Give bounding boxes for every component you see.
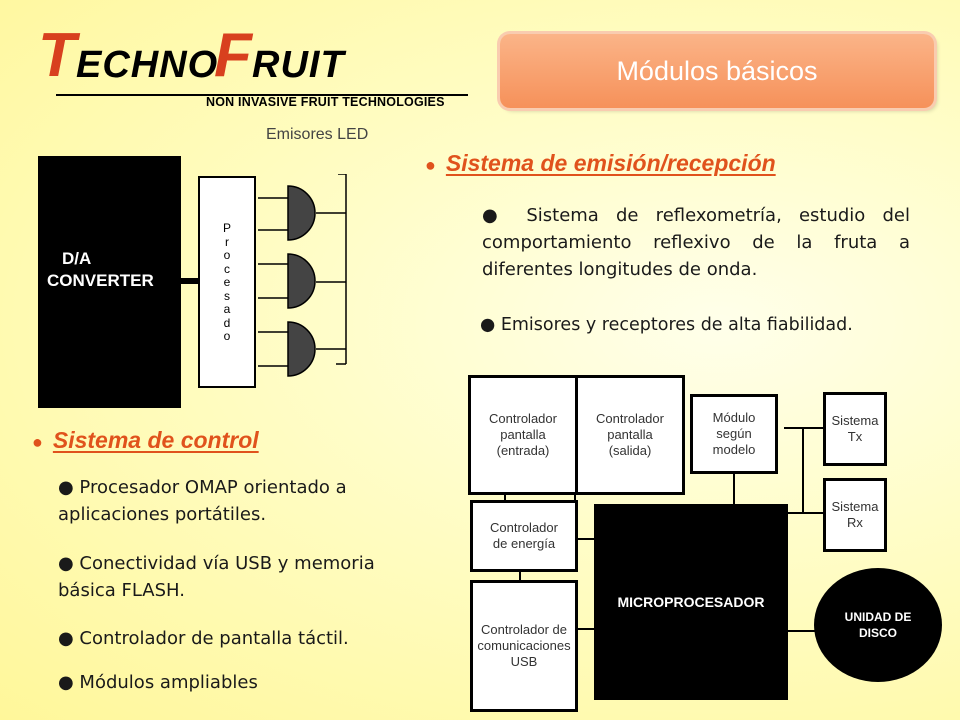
processor-letter: c: [224, 261, 230, 276]
disk-unit-label: UNIDAD DE DISCO: [844, 610, 912, 640]
tx-system-box: Sistema Tx: [823, 392, 887, 466]
control-bullet-4: ● Módulos ampliables: [58, 672, 258, 693]
control-heading-text: Sistema de control: [52, 427, 259, 453]
display-controller-in-label: Controlador pantalla (entrada): [489, 411, 557, 458]
led-emitter-1: [287, 185, 316, 241]
control-bullet-1: ● Procesador OMAP orientado a aplicacion…: [58, 477, 347, 525]
slide-title-box: Módulos básicos: [500, 34, 934, 108]
led-emitter-3: [287, 321, 316, 377]
display-controller-in-box: Controlador pantalla (entrada): [468, 375, 578, 495]
comms-controller-box: Controlador de comunicaciones USB: [470, 580, 578, 712]
model-module-box: Módulo según modelo: [690, 394, 778, 474]
da-label-line2: CONVERTER: [47, 271, 154, 290]
tx-system-label: Sistema Tx: [831, 413, 879, 444]
power-controller-box: Controlador de energía: [470, 500, 578, 572]
control-bullet-3: ● Controlador de pantalla táctil.: [58, 628, 349, 649]
system-block-diagram: Controlador pantalla (entrada) Controlad…: [460, 370, 960, 720]
processor-letter: s: [224, 288, 230, 303]
display-controller-out-box: Controlador pantalla (salida): [575, 375, 685, 495]
logo-letter-f: F: [214, 21, 252, 90]
processor-letter: a: [223, 302, 231, 316]
microprocessor-label: MICROPROCESADOR: [617, 594, 765, 610]
connector-line: [181, 278, 199, 284]
rx-system-box: Sistema Rx: [823, 478, 887, 552]
da-converter-label: D/A CONVERTER: [38, 248, 181, 292]
comms-controller-label: Controlador de comunicaciones USB: [477, 622, 571, 669]
slide-title: Módulos básicos: [616, 55, 818, 86]
led-emitter-graphics: [258, 174, 347, 377]
processor-letter: o: [223, 329, 231, 343]
emission-heading: ●Sistema de emisión/recepción: [425, 150, 776, 176]
processor-letter: e: [223, 275, 231, 289]
technofruit-logo: T ECHNO F RUIT NON INVASIVE FRUIT TECHNO…: [38, 21, 478, 112]
display-controller-out-label: Controlador pantalla (salida): [596, 411, 664, 458]
logo-letter-t: T: [38, 21, 76, 90]
processor-letter: r: [225, 234, 229, 249]
emission-bullet-2: ● Emisores y receptores de alta fiabilid…: [480, 315, 853, 335]
logo-tagline: NON INVASIVE FRUIT TECHNOLOGIES: [206, 95, 445, 109]
processor-letter: o: [223, 248, 231, 262]
da-label-line1: D/A: [62, 249, 92, 268]
da-converter-block: D/A CONVERTER: [38, 156, 181, 408]
microprocessor-block: MICROPROCESADOR: [594, 504, 788, 700]
power-controller-label: Controlador de energía: [490, 520, 558, 551]
processor-letter: P: [222, 221, 231, 235]
logo-text-echno: ECHNO: [76, 44, 219, 86]
model-module-label: Módulo según modelo: [712, 410, 756, 457]
led-emitters-label: Emisores LED: [266, 126, 369, 143]
control-heading: ●Sistema de control: [32, 427, 259, 453]
logo-text-ruit: RUIT: [252, 44, 345, 86]
processor-letter: d: [223, 315, 231, 330]
led-emitter-2: [287, 253, 316, 309]
emission-heading-text: Sistema de emisión/recepción: [445, 150, 776, 176]
emission-bullet-1: ● Sistema de reflexometría, estudio del …: [482, 205, 910, 280]
control-bullet-2: ● Conectividad vía USB y memoria básica …: [58, 553, 375, 601]
rx-system-label: Sistema Rx: [831, 499, 879, 530]
logo-divider: [56, 94, 468, 96]
disk-unit: UNIDAD DE DISCO: [814, 568, 942, 682]
